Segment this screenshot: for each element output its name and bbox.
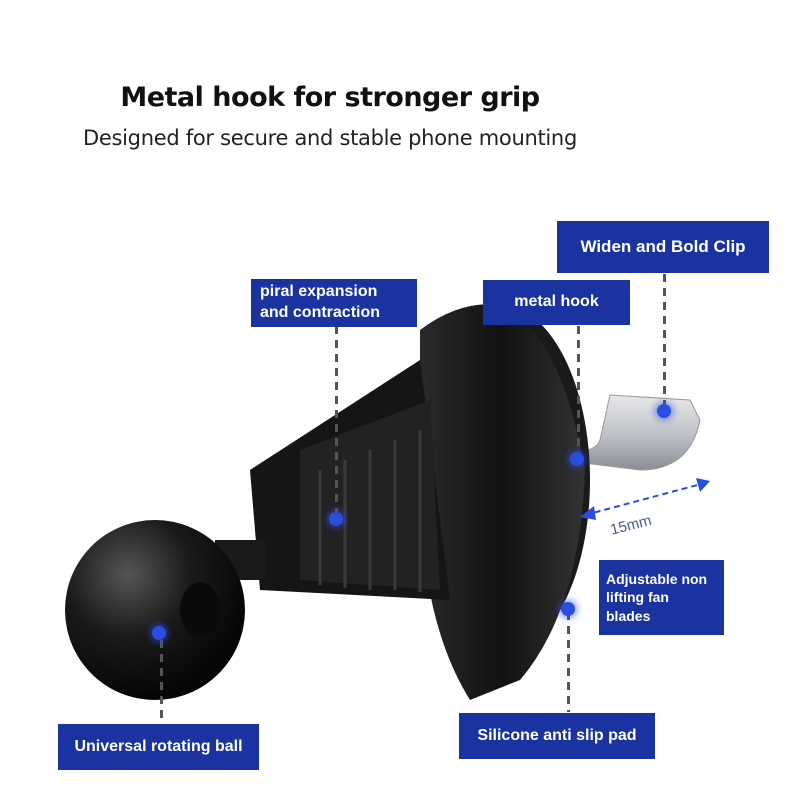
- label-anti-slip-pad: Silicone anti slip pad: [459, 713, 655, 759]
- label-spiral-expansion: piral expansion and contraction: [251, 279, 417, 327]
- label-rotating-ball-text: Universal rotating ball: [74, 737, 243, 755]
- leader-line-widen-clip: [663, 274, 666, 409]
- label-widen-clip: Widen and Bold Clip: [557, 221, 769, 273]
- leader-line-metal-hook: [577, 326, 580, 456]
- spiral-marker-dot: [329, 512, 343, 526]
- clip-marker-dot: [657, 404, 671, 418]
- label-fan-blades: Adjustable non lifting fan blades: [599, 560, 724, 635]
- label-spiral-line-2: and contraction: [260, 304, 381, 321]
- ball-marker-dot: [152, 626, 166, 640]
- label-fan-line-1: Adjustable non: [606, 571, 708, 588]
- label-spiral-line-1: piral expansion: [260, 283, 378, 301]
- leader-line-anti-slip: [567, 612, 570, 712]
- dimension-text: 15mm: [609, 512, 654, 539]
- label-widen-clip-text: Widen and Bold Clip: [580, 236, 746, 256]
- leader-line-ball: [160, 640, 163, 720]
- label-metal-hook-text: metal hook: [514, 293, 599, 311]
- label-fan-line-3: blades: [606, 607, 651, 624]
- pad-marker-dot: [561, 602, 575, 616]
- label-fan-line-2: lifting fan: [606, 589, 669, 606]
- page-subtitle: Designed for secure and stable phone mou…: [83, 126, 577, 150]
- label-anti-slip-text: Silicone anti slip pad: [477, 726, 637, 744]
- hook-marker-dot: [570, 452, 584, 466]
- label-metal-hook: metal hook: [483, 280, 630, 325]
- leader-line-spiral: [335, 326, 338, 516]
- page-title: Metal hook for stronger grip: [120, 82, 540, 113]
- label-rotating-ball: Universal rotating ball: [58, 724, 259, 770]
